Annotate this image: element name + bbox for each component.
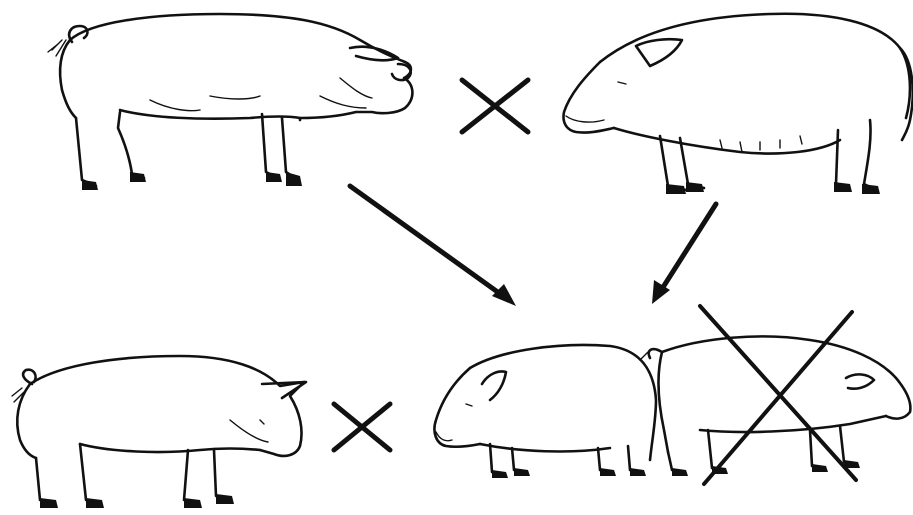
pig-bottom-middle (434, 345, 656, 478)
arrow-left-to-offspring (350, 186, 516, 306)
pig-bottom-right (640, 336, 910, 476)
cross-symbol-top (462, 80, 528, 132)
pig-bottom-left (12, 356, 306, 508)
cross-symbol-bottom (334, 404, 390, 450)
pig-top-right (564, 14, 913, 194)
pig-top-left (48, 14, 412, 190)
arrow-right-to-offspring (652, 204, 716, 304)
rejection-cross (700, 306, 856, 484)
